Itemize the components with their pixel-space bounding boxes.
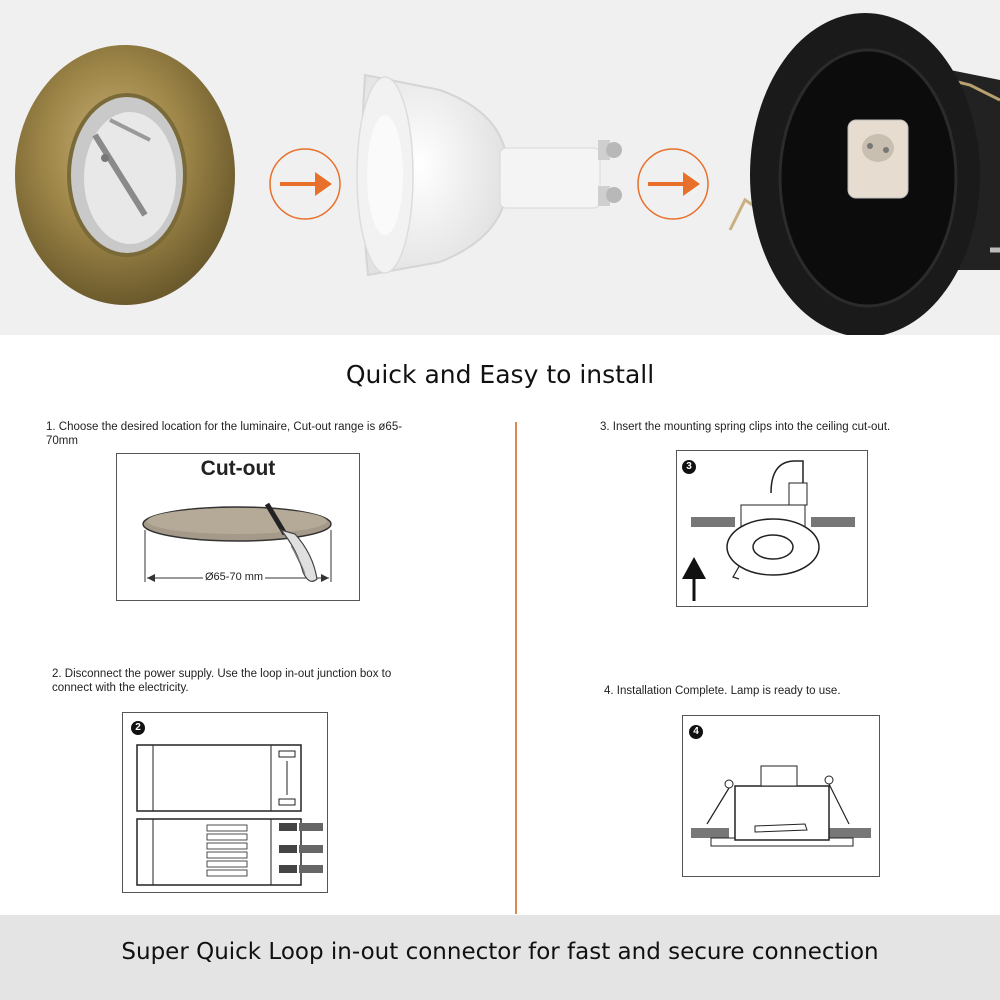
step-4-complete-diagram: 4 xyxy=(682,715,880,877)
step-2-badge: 2 xyxy=(131,721,145,735)
cutout-dimension: Ø65-70 mm xyxy=(203,571,266,583)
brass-trim-ring xyxy=(15,45,235,305)
gu10-led-bulb xyxy=(356,73,622,277)
column-divider xyxy=(515,422,517,914)
utility-knife-icon xyxy=(264,502,318,582)
step-2-text: 2. Disconnect the power supply. Use the … xyxy=(52,668,392,694)
arrow-right-icon xyxy=(269,148,341,220)
step-3-badge: 3 xyxy=(682,460,696,474)
footer-banner: Super Quick Loop in-out connector for fa… xyxy=(0,915,1000,1000)
step-1-cutout-diagram: Cut-out Ø65-70 mm xyxy=(116,453,360,601)
arrow-right-icon xyxy=(637,148,709,220)
product-illustration xyxy=(15,13,1000,335)
arrow-up-icon xyxy=(682,557,706,601)
cutout-label: Cut-out xyxy=(200,457,276,480)
complete-illustration xyxy=(691,765,871,847)
footer-text: Super Quick Loop in-out connector for fa… xyxy=(121,939,879,965)
step-4-badge: 4 xyxy=(689,725,703,739)
product-hero xyxy=(0,0,1000,335)
insert-illustration xyxy=(682,460,855,601)
section-title: Quick and Easy to install xyxy=(345,360,655,389)
black-downlight-fixture xyxy=(728,13,1000,335)
step-3-text: 3. Insert the mounting spring clips into… xyxy=(600,421,891,433)
step-3-insert-diagram: 3 xyxy=(676,450,868,607)
step-4-text: 4. Installation Complete. Lamp is ready … xyxy=(604,685,841,697)
step-2-junction-diagram: 2 xyxy=(122,712,328,893)
cutout-illustration xyxy=(142,502,332,582)
junction-box-illustration xyxy=(136,744,323,886)
step-1-text: 1. Choose the desired location for the l… xyxy=(46,421,403,447)
